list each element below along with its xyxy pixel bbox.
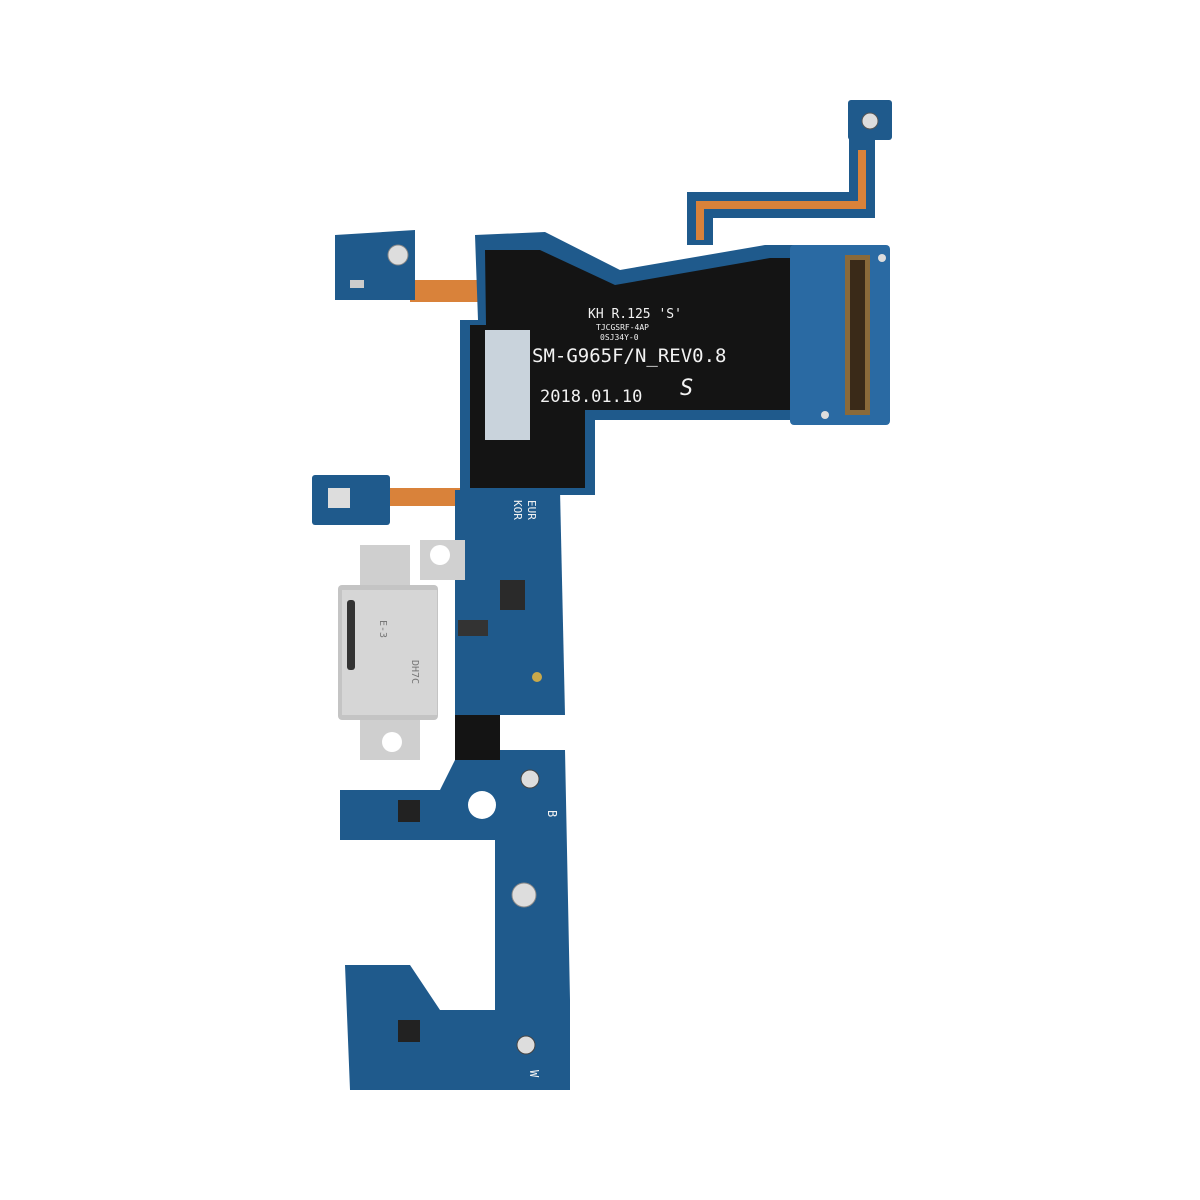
logo-mark: S (680, 376, 693, 401)
top-right-antenna-flex (687, 100, 892, 245)
region-eur: EUR (525, 500, 538, 520)
usb-c-port: E-3 DH7C (338, 540, 465, 760)
stiffener-label (485, 330, 530, 440)
main-pcb: EUR KOR (455, 490, 565, 715)
usb-label-1: E-3 (377, 620, 388, 638)
batch-code: KH R.125 'S' (588, 307, 682, 322)
link-flex (455, 715, 500, 760)
region-kor: KOR (511, 500, 524, 520)
usb-label-2: DH7C (409, 660, 420, 684)
main-flex-cable: KH R.125 'S' TJCGSRF-4AP 0SJ34Y-0 SM-G96… (460, 232, 805, 495)
marking-line-2: 0SJ34Y-0 (600, 333, 639, 342)
antenna-label-b: B (545, 810, 559, 817)
marking-line-1: TJCGSRF-4AP (596, 323, 649, 332)
microphone-board (312, 475, 460, 525)
date-code: 2018.01.10 (540, 387, 642, 407)
lower-pcb: B W (340, 750, 570, 1090)
top-left-sensor-board (335, 230, 490, 302)
antenna-label-w: W (527, 1070, 541, 1078)
model-revision: SM-G965F/N_REV0.8 (532, 345, 726, 367)
board-to-board-connector (790, 245, 890, 425)
